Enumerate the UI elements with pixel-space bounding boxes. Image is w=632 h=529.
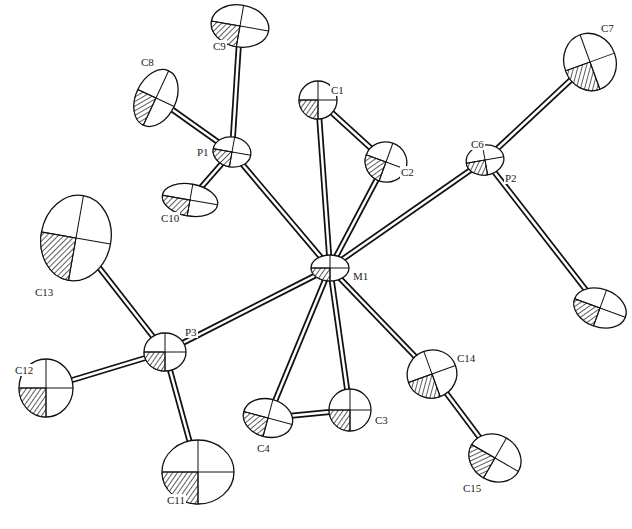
atom-label: M1 (352, 270, 369, 282)
thermal-ellipsoid (556, 26, 625, 98)
principal-axis (143, 71, 168, 125)
atom-label: C12 (14, 364, 34, 376)
atom-label: C3 (374, 414, 389, 426)
bond-outline (485, 160, 600, 308)
atom-label: C6 (470, 138, 485, 150)
bond-outline (232, 152, 330, 268)
bond-inner (232, 152, 330, 268)
principal-axis (330, 255, 331, 281)
ellipsoid-octant (19, 388, 46, 417)
thermal-ellipsoid (144, 333, 186, 371)
ellipsoid-octant (566, 62, 600, 98)
principal-axis (424, 351, 440, 396)
thermal-ellipsoid (208, 0, 272, 51)
thermal-ellipsoid (125, 62, 187, 133)
thermal-ellipsoid (359, 136, 412, 188)
bond-outline (165, 268, 330, 352)
principal-axis (318, 81, 319, 119)
atom-label: C1 (330, 84, 345, 96)
bond-inner (318, 100, 330, 268)
atom-label: C10 (160, 212, 180, 224)
principal-axis (350, 389, 351, 431)
principal-axis (236, 5, 243, 46)
ellipsoid-outline (211, 134, 254, 170)
atom-label: C13 (34, 286, 54, 298)
bond-outline (330, 160, 485, 268)
ellipsoid-octant (144, 352, 165, 371)
principal-axis (46, 359, 47, 417)
atom-label: C15 (462, 482, 482, 494)
bond-inner (485, 160, 600, 308)
bond-outline (318, 100, 330, 268)
ellipsoid-outline (239, 393, 297, 443)
atom-label: C4 (256, 442, 271, 454)
ellipsoid-outline (34, 190, 118, 287)
ellipsoid-outline (359, 136, 412, 188)
principal-axis (580, 35, 600, 90)
atom-label: P1 (196, 146, 210, 158)
principal-axis (187, 184, 193, 216)
ellipsoid-outline (144, 333, 186, 371)
principal-axis (165, 333, 166, 371)
ellipsoid-octant (359, 155, 386, 181)
ellipsoid-octant (460, 445, 495, 478)
atom-label: P3 (184, 326, 198, 338)
principal-axis (379, 143, 393, 181)
thermal-ellipsoid (400, 343, 463, 405)
atom-label: P2 (504, 172, 518, 184)
ellipsoid-octant (299, 100, 318, 119)
ellipsoid-octant (409, 374, 441, 405)
bond-inner (165, 268, 330, 352)
ellipsoid-outline (208, 0, 272, 51)
ellipsoid-outline (125, 62, 187, 133)
principal-axis (594, 290, 607, 326)
thermal-ellipsoid (568, 281, 632, 335)
principal-axis (198, 440, 199, 504)
bond-inner (268, 268, 330, 418)
thermal-ellipsoid (34, 190, 118, 287)
thermal-ellipsoid (239, 393, 297, 443)
atom-label: C9 (212, 40, 227, 52)
thermal-ellipsoid (311, 255, 349, 281)
bond-outline (268, 268, 330, 418)
ellipsoid-outline (311, 255, 349, 281)
ellipsoid-octant (329, 410, 350, 431)
ellipsoid-outline (568, 281, 632, 335)
ellipsoid-outline (400, 343, 463, 405)
principal-axis (263, 400, 273, 437)
atom-label: C11 (166, 494, 186, 506)
principal-axis (69, 196, 84, 281)
ellipsoid-outline (329, 389, 371, 431)
atom-label: C7 (600, 22, 615, 34)
ellipsoid-octant (311, 268, 330, 281)
atom-label: C2 (400, 166, 415, 178)
principal-axis (484, 438, 507, 478)
ellipsoid-outline (556, 26, 625, 98)
atom-label: C8 (140, 56, 155, 68)
bond-inner (330, 160, 485, 268)
principal-axis (229, 137, 234, 167)
thermal-ellipsoid (329, 389, 371, 431)
thermal-ellipsoid (211, 134, 254, 170)
atom-label: C14 (456, 352, 476, 364)
